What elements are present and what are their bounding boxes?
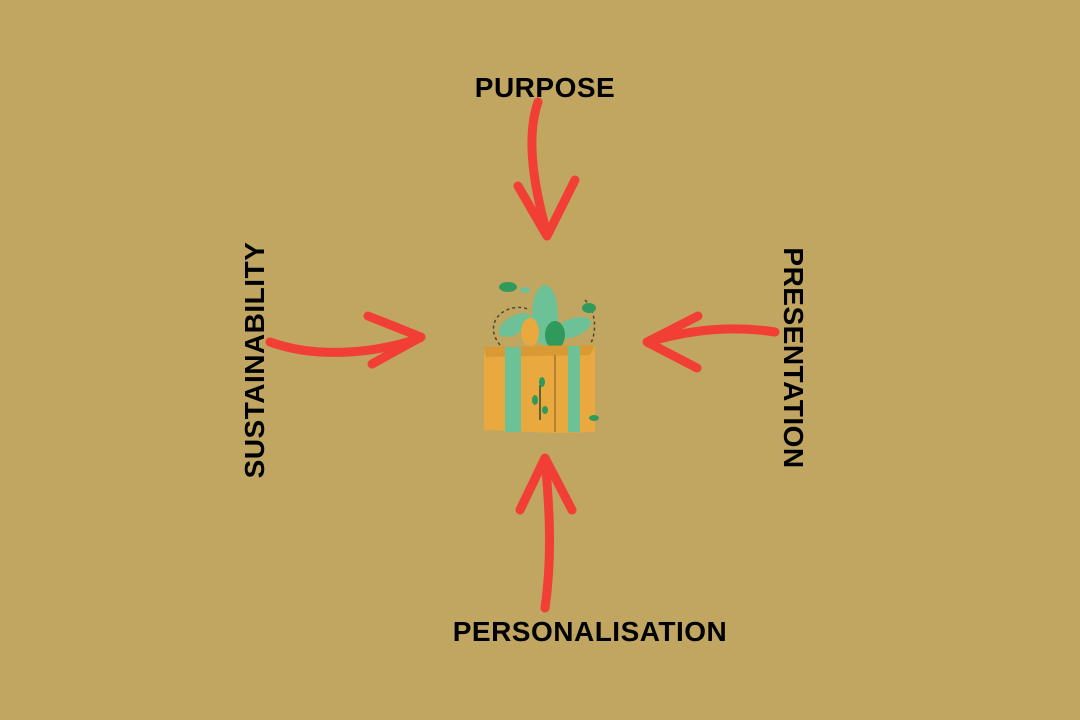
arrow-from-right: [642, 311, 780, 373]
label-presentation: PRESENTATION: [778, 247, 809, 469]
label-sustainability: SUSTAINABILITY: [239, 241, 270, 479]
arrow-from-bottom: [515, 453, 577, 613]
label-purpose: PURPOSE: [474, 72, 616, 103]
gift-box-with-leaves-icon: [484, 282, 599, 433]
arrow-from-top: [513, 97, 580, 241]
arrow-from-left: [265, 311, 426, 369]
label-personalisation: PERSONALISATION: [452, 616, 728, 647]
